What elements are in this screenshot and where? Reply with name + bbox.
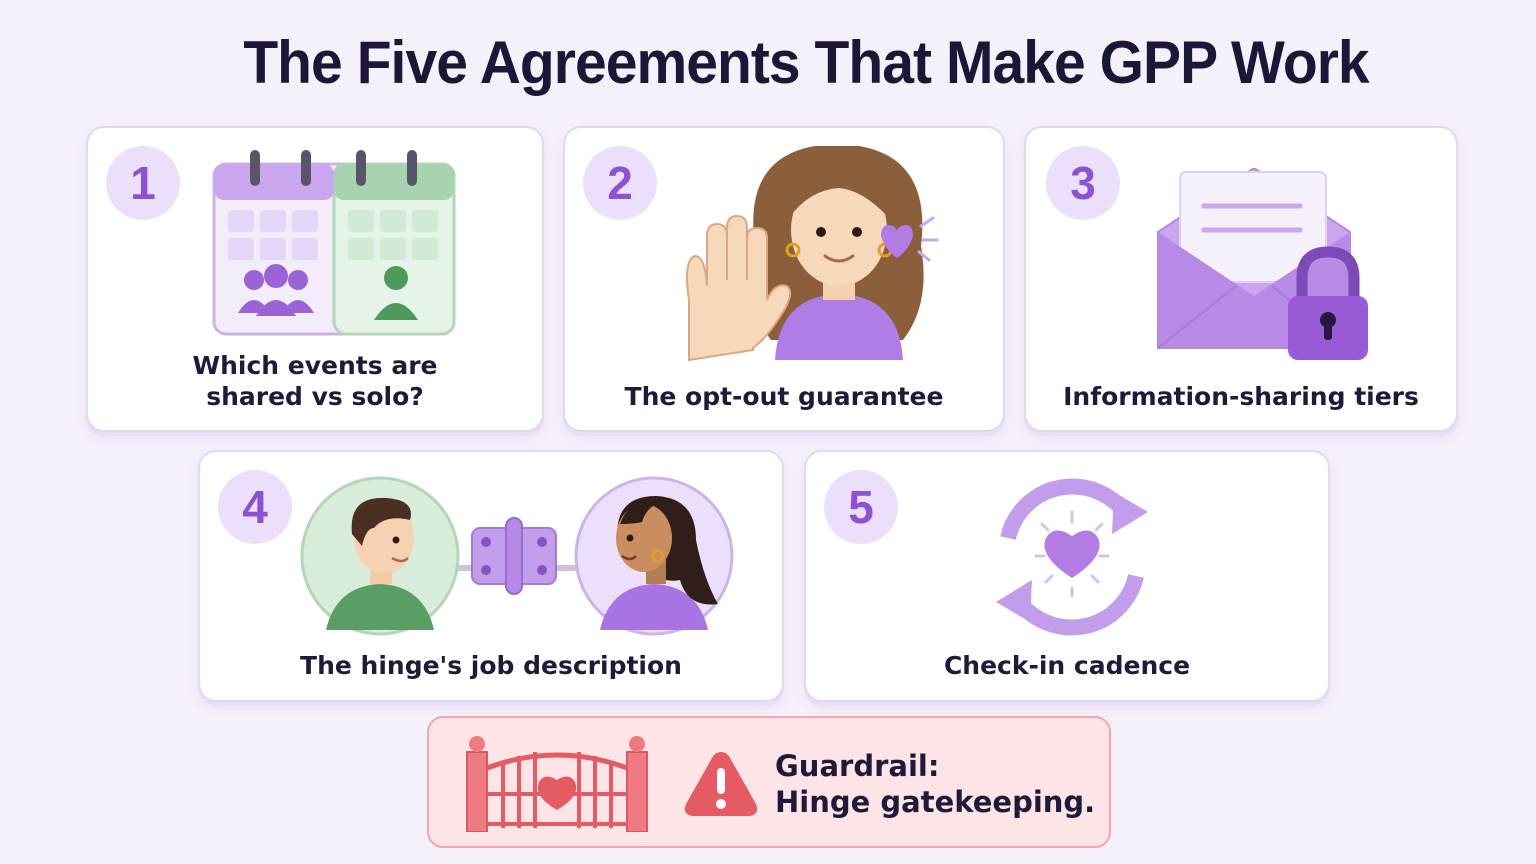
locked-envelope-icon [1157,168,1368,360]
guardrail-heading: Guardrail: [775,749,940,783]
agreement-card-5: 5 Check-in cadence [804,450,1330,702]
agreement-label: Check-in cadence [943,651,1191,680]
split-calendar-icon [212,150,456,336]
agreement-card-1: 1 Which events are shared vs solo? [86,126,544,432]
step-number-badge: 2 [583,146,657,220]
guardrail-text: Guardrail: Hinge gatekeeping. [775,748,1095,820]
raised-hand-woman-icon [686,146,939,362]
step-number-badge: 1 [106,146,180,220]
step-number-badge: 4 [218,470,292,544]
guardrail-description: Hinge gatekeeping. [775,785,1096,819]
agreement-card-2: 2 The opt-out guarantee [563,126,1005,432]
agreement-label-line1: Which events are [192,351,438,380]
agreement-label: The opt-out guarantee [624,382,944,411]
hinge-between-people-icon [300,476,734,636]
warning-icon [684,752,758,816]
agreement-card-4: 4 The hinge's job description [198,450,784,702]
agreement-label: The hinge's job description [300,651,682,680]
agreement-card-3: 3 Information-sharing tiers [1024,126,1458,432]
guardrail-panel: Guardrail: Hinge gatekeeping. [427,716,1111,848]
step-number-badge: 5 [824,470,898,544]
agreement-label-line2: shared vs solo? [206,382,424,411]
page-title: The Five Agreements That Make GPP Work [243,29,1369,96]
cycle-heart-icon [996,478,1148,636]
agreement-label: Information-sharing tiers [1063,382,1419,411]
step-number-badge: 3 [1046,146,1120,220]
gate-icon [466,736,648,832]
